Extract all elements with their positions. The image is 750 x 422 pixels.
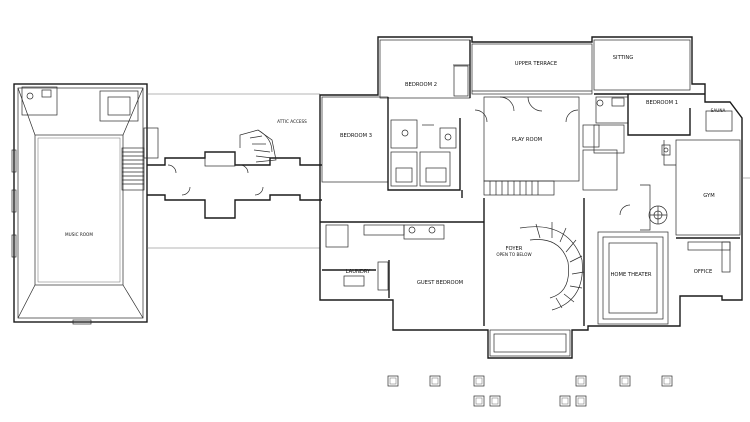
office-label: OFFICE — [694, 269, 712, 275]
attic-access-label: ATTIC ACCESS — [277, 119, 307, 124]
foyer: FOYER OPEN TO BELOW — [483, 198, 585, 357]
gym: GYM — [619, 139, 741, 236]
sitting-label: SITTING — [613, 55, 634, 61]
gallery-corridor: ATTIC ACCESS — [147, 93, 322, 249]
bedroom-2-label: BEDROOM 2 — [405, 82, 437, 88]
bedroom-3-label: BEDROOM 3 — [340, 133, 372, 139]
sauna-label: SAUNA — [711, 108, 726, 113]
foyer-label: FOYER — [506, 246, 523, 252]
gym-label: GYM — [703, 193, 714, 199]
play-room-label: PLAY ROOM — [512, 137, 542, 143]
play-room: PLAY ROOM — [461, 96, 618, 198]
home-theater-label: HOME THEATER — [611, 272, 652, 278]
exterior-piers — [387, 375, 673, 407]
upper-terrace-label: UPPER TERRACE — [515, 61, 557, 67]
foyer-note: OPEN TO BELOW — [496, 252, 531, 257]
bedroom-2: BEDROOM 2 — [379, 39, 471, 99]
main-house — [319, 36, 743, 359]
laundry-label: LAUNDRY — [346, 269, 372, 275]
bedroom-3: BEDROOM 3 — [321, 96, 461, 191]
office: OFFICE — [676, 237, 740, 275]
home-theater: HOME THEATER — [597, 231, 669, 325]
bedroom-1-suite: SITTING BEDROOM 1 SAUNA — [593, 39, 733, 166]
guest-bedroom-label: GUEST BEDROOM — [417, 280, 463, 286]
laundry-guest-wing: LAUNDRY GUEST BEDROOM — [320, 221, 484, 298]
music-room-wing: MUSIC ROOM — [11, 83, 159, 325]
upper-terrace: UPPER TERRACE — [471, 43, 593, 95]
music-room-label: MUSIC ROOM — [65, 232, 93, 237]
bedroom-1-label: BEDROOM 1 — [646, 100, 678, 106]
